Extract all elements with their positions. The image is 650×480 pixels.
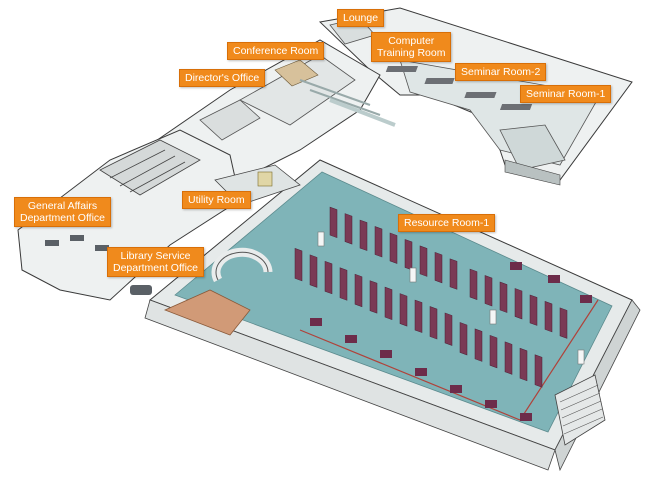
label-utility-room-text: Utility Room <box>188 194 245 206</box>
circular-desk <box>211 247 273 283</box>
label-conference-room-text: Conference Room <box>233 45 319 57</box>
label-utility-room[interactable]: Utility Room <box>182 191 251 209</box>
label-library-service-line1: Library Service <box>120 250 191 262</box>
label-directors-office[interactable]: Director's Office <box>179 69 266 87</box>
label-library-service-line2: Department Office <box>113 262 199 274</box>
label-lounge-text: Lounge <box>343 12 379 24</box>
label-general-affairs-line1: General Affairs <box>27 200 98 212</box>
stairs <box>554 374 606 446</box>
label-lounge[interactable]: Lounge <box>337 9 385 27</box>
label-seminar-room-1[interactable]: Seminar Room-1 <box>520 85 612 103</box>
label-seminar-room-1-text: Seminar Room-1 <box>526 88 606 100</box>
label-conference-room[interactable]: Conference Room <box>227 42 325 60</box>
label-library-service-department-office[interactable]: Library Service Department Office <box>107 247 205 277</box>
label-general-affairs-line2: Department Office <box>20 212 106 224</box>
entrance-deck <box>163 289 251 336</box>
label-directors-office-text: Director's Office <box>185 72 260 84</box>
label-computer-training-line2: Training Room <box>377 47 446 59</box>
label-resource-room-1-text: Resource Room-1 <box>404 217 490 229</box>
label-general-affairs-department-office[interactable]: General Affairs Department Office <box>14 197 112 227</box>
reading-desks <box>310 262 592 421</box>
label-computer-training-room[interactable]: Computer Training Room <box>371 32 452 62</box>
bookshelves <box>294 206 568 388</box>
label-seminar-room-2[interactable]: Seminar Room-2 <box>455 63 547 81</box>
pillars <box>317 231 585 365</box>
label-seminar-room-2-text: Seminar Room-2 <box>461 66 541 78</box>
label-computer-training-line1: Computer <box>388 35 435 47</box>
label-resource-room-1[interactable]: Resource Room-1 <box>398 214 496 232</box>
west-wing <box>17 129 241 301</box>
